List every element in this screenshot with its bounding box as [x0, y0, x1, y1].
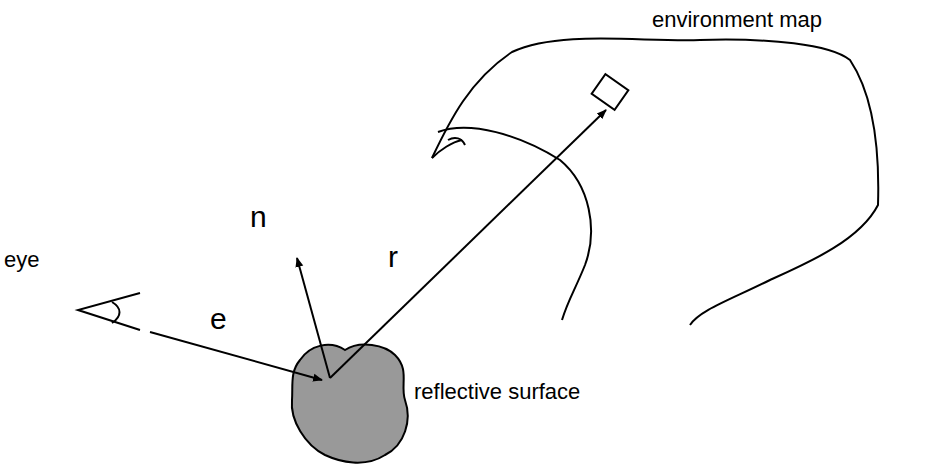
normal-vector [297, 258, 330, 378]
eye-symbol [78, 293, 140, 330]
eye-label: eye [4, 248, 39, 272]
eye-vector [150, 332, 322, 380]
environment-map-sheet [432, 39, 878, 326]
reflective-surface-blob [292, 345, 408, 463]
map-label: environment map [652, 8, 822, 32]
vector-label: e [210, 302, 227, 335]
surface-label: reflective surface [414, 380, 580, 404]
vector-label: r [388, 240, 398, 273]
vector-label: n [250, 200, 267, 233]
texel-patch [592, 74, 629, 110]
reflection-vector [330, 110, 606, 378]
